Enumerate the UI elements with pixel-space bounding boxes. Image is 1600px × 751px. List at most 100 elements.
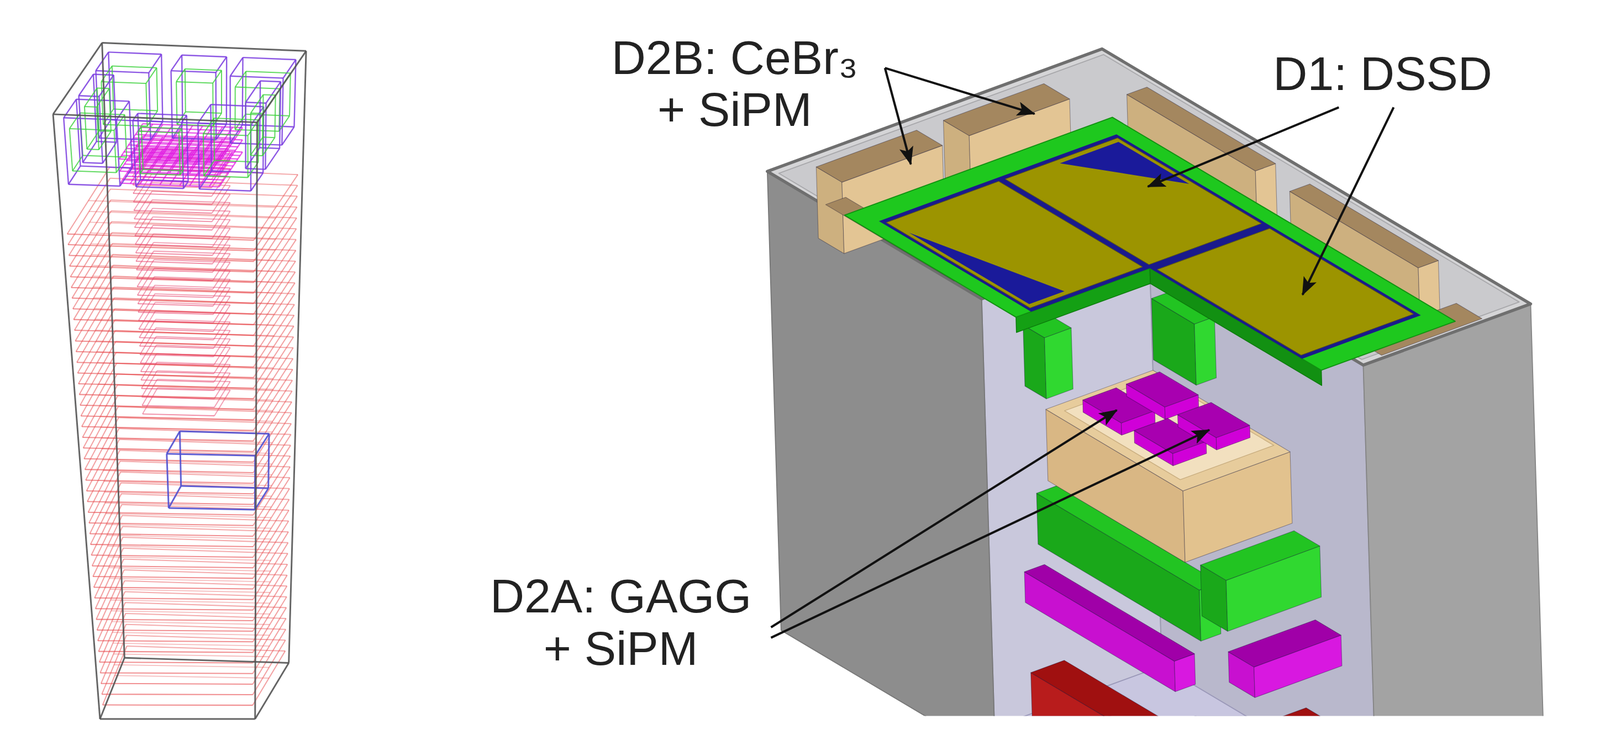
sipm-frame [213, 118, 259, 120]
electronics-box [179, 431, 181, 487]
sipm-frame [203, 133, 249, 136]
scintillator-frame [63, 117, 117, 120]
scintillator-frame [171, 55, 183, 71]
tracker-core [155, 319, 231, 323]
scintillator-frame [210, 104, 212, 171]
label-anchor: D1: DSSD [1272, 47, 1493, 100]
tracker-core [157, 379, 231, 382]
tracker-core [153, 225, 231, 229]
sipm-frame [80, 112, 125, 115]
scintillator-frame [197, 123, 251, 126]
scintillator-frame [102, 142, 117, 164]
tracker-layer [125, 624, 286, 630]
tracker-layer [122, 526, 289, 533]
outer-envelope [53, 114, 100, 720]
sipm-frame [212, 70, 222, 83]
strip-grid [140, 127, 241, 132]
frame-leg [1194, 316, 1217, 386]
sipm-frame [235, 87, 281, 89]
tracker-core [212, 194, 231, 223]
tracker-layer [113, 265, 296, 272]
tracker-layer [107, 546, 272, 551]
tracker-layer [124, 581, 287, 587]
tracker-core [155, 311, 230, 314]
sipm-frame [245, 71, 291, 73]
tracker-core [154, 293, 230, 297]
scintillator-frame [181, 122, 184, 189]
tracker-layer [118, 417, 292, 424]
tracker-layer [125, 602, 287, 608]
sipm-frame [86, 148, 99, 151]
tracker-core [156, 354, 230, 357]
scintillator-frame [79, 74, 94, 96]
tracker-core [155, 328, 231, 331]
tracker-core [153, 251, 231, 255]
sipm-frame [72, 155, 83, 171]
sipm-frame [109, 88, 112, 131]
leader-arrow [771, 429, 1210, 638]
label-anchor: D2A: GAGG + SiPM [478, 570, 764, 675]
scintillator-frame [79, 95, 100, 97]
sipm-frame [124, 114, 128, 158]
tracker-layer [102, 704, 254, 707]
detector-cutaway [767, 49, 1545, 717]
scintillator-frame [181, 55, 227, 57]
strip-grid [138, 143, 238, 147]
sipm-frame [220, 70, 223, 114]
tracker-core [156, 362, 231, 365]
scintillator-frame [183, 181, 188, 189]
sipm-frame [86, 130, 99, 150]
scintillator-frame [216, 124, 227, 140]
scintillator-frame [150, 122, 163, 141]
tracker-core [211, 177, 230, 205]
strip-grid [140, 151, 240, 156]
scintillator-frame [135, 186, 184, 189]
strip-grid [219, 151, 243, 187]
tracker-layer [123, 559, 288, 565]
scintillator-frame [230, 143, 283, 146]
electronics-box [168, 486, 181, 509]
tracker-core [154, 276, 230, 280]
sipm-frame [180, 170, 183, 176]
sipm-frame [140, 169, 144, 174]
tracker-layer [101, 683, 254, 685]
tracker-layer [93, 587, 254, 589]
frame-leg [1044, 328, 1074, 400]
tracker-layer [112, 632, 270, 636]
tracker-layer [114, 675, 270, 679]
scintillator-frame [293, 59, 296, 128]
outer-envelope [100, 718, 256, 721]
tracker-core [152, 200, 231, 203]
sipm-frame [274, 95, 276, 138]
tracker-layer [95, 608, 254, 611]
label-anchor: D2B: CeBr₃ + SiPM [592, 31, 878, 136]
dssd-frame [844, 117, 1456, 371]
tracker-layer [117, 374, 293, 381]
sipm-frame [97, 88, 100, 131]
scintillator-frame [161, 54, 163, 122]
sipm-frame [181, 128, 183, 171]
scintillator-frame [137, 113, 187, 116]
strip-grid [209, 151, 233, 187]
scintillator-frame [186, 115, 189, 182]
sipm-frame [203, 133, 204, 176]
tracker-layer [89, 222, 276, 229]
tracker-layer [90, 244, 276, 251]
outer-envelope [255, 122, 258, 720]
strip-grid [134, 162, 234, 167]
tracker-layer [114, 308, 295, 316]
scintillator-frame [259, 80, 261, 148]
sipm-frame [145, 83, 147, 126]
scintillator-frame [260, 80, 281, 82]
sipm-frame [176, 81, 177, 125]
scintillator-frame [214, 72, 217, 140]
tracker-core [212, 228, 231, 256]
outer-envelope [124, 658, 289, 663]
scintillator-frame [132, 120, 136, 187]
scintillator-frame [281, 127, 294, 146]
tracker-core [156, 345, 231, 348]
sipm-frame [116, 156, 128, 173]
wireframe-model [53, 43, 307, 720]
tracker-layer [120, 483, 290, 489]
